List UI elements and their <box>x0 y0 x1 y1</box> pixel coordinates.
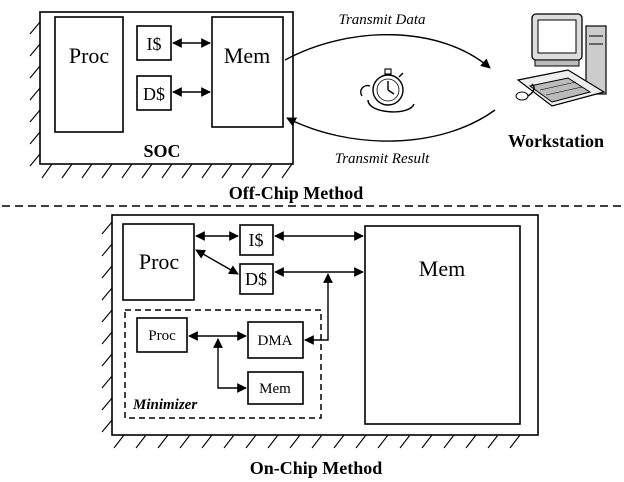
on-chip-diagram: Proc I$ D$ Mem Proc DMA Mem Minimizer <box>101 214 539 478</box>
off-dcache-label: D$ <box>143 84 165 104</box>
off-mem-box <box>211 16 284 128</box>
off-proc-label: Proc <box>69 43 110 68</box>
off-proc-box <box>54 16 124 133</box>
transmit-data-arc <box>284 34 491 69</box>
proc-dcache-arrow <box>195 249 239 275</box>
minimizer-proc-label: Proc <box>148 328 176 344</box>
minimizer-label: Minimizer <box>132 397 197 413</box>
workstation-label: Workstation <box>508 131 604 151</box>
on-mem-box <box>364 225 521 425</box>
minimizer-box <box>124 309 322 419</box>
off-dcache-box <box>136 75 172 111</box>
transmit-result-label: Transmit Result <box>335 151 430 167</box>
on-icache-box <box>239 224 274 256</box>
soc-hatch-bottom <box>41 163 293 179</box>
soc-hatch-left <box>29 21 41 167</box>
off-icache-label: I$ <box>147 34 162 54</box>
dma-box <box>247 321 304 359</box>
on-icache-label: I$ <box>249 230 264 250</box>
minimizer-mem-box <box>247 371 304 405</box>
on-mem-label: Mem <box>419 256 465 281</box>
stopwatch-icon <box>360 68 415 113</box>
workstation-icon <box>515 13 607 107</box>
off-chip-title: Off-Chip Method <box>229 183 364 203</box>
dma-bus-arrow <box>304 273 333 345</box>
chip-hatch-left <box>101 221 113 433</box>
on-proc-box <box>122 223 195 301</box>
on-dcache-label: D$ <box>245 269 267 289</box>
minimizer-mem-label: Mem <box>259 381 291 397</box>
minimizer-proc-box <box>136 317 188 353</box>
off-mem-label: Mem <box>224 43 270 68</box>
off-chip-diagram: Proc I$ D$ Mem SOC Transmit Data Transmi… <box>29 11 607 203</box>
dma-label: DMA <box>257 333 292 349</box>
chip-hatch-bottom <box>113 434 521 449</box>
bus-minimizer-mem-arrow <box>213 338 247 393</box>
transmit-data-label: Transmit Data <box>338 12 425 28</box>
soc-label: SOC <box>143 141 180 161</box>
off-icache-box <box>136 25 172 61</box>
on-dcache-box <box>239 263 274 295</box>
transmit-result-arc <box>286 109 496 142</box>
on-chip-title: On-Chip Method <box>250 458 383 478</box>
on-proc-label: Proc <box>139 249 180 274</box>
